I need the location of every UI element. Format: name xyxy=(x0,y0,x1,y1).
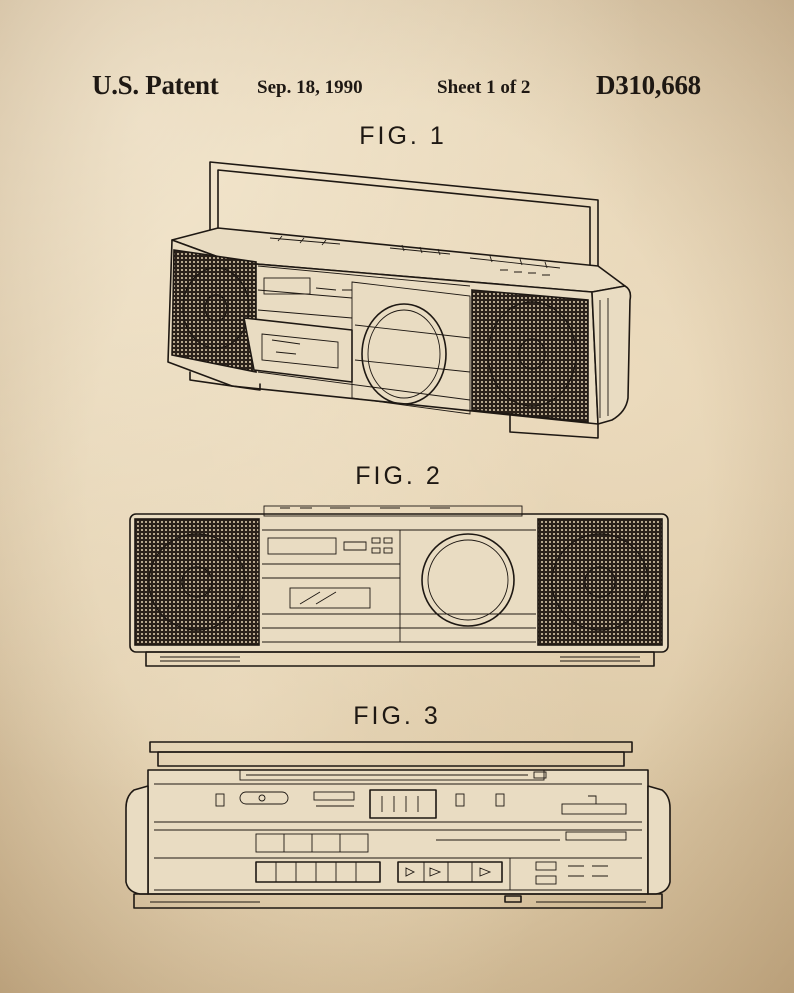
patent-office-label: U.S. Patent xyxy=(92,70,219,100)
figure-3-label: FIG. 3 xyxy=(353,702,441,730)
figure-1-boombox-perspective-drawing xyxy=(167,161,632,439)
figure-3-boombox-top-drawing xyxy=(125,741,671,909)
sheet-number: Sheet 1 of 2 xyxy=(437,77,531,98)
patent-number: D310,668 xyxy=(596,70,701,100)
figure-1-label: FIG. 1 xyxy=(359,122,447,150)
figure-2-boombox-front-drawing xyxy=(129,505,669,667)
patent-date: Sep. 18, 1990 xyxy=(257,77,363,98)
figure-2-label: FIG. 2 xyxy=(355,462,443,490)
